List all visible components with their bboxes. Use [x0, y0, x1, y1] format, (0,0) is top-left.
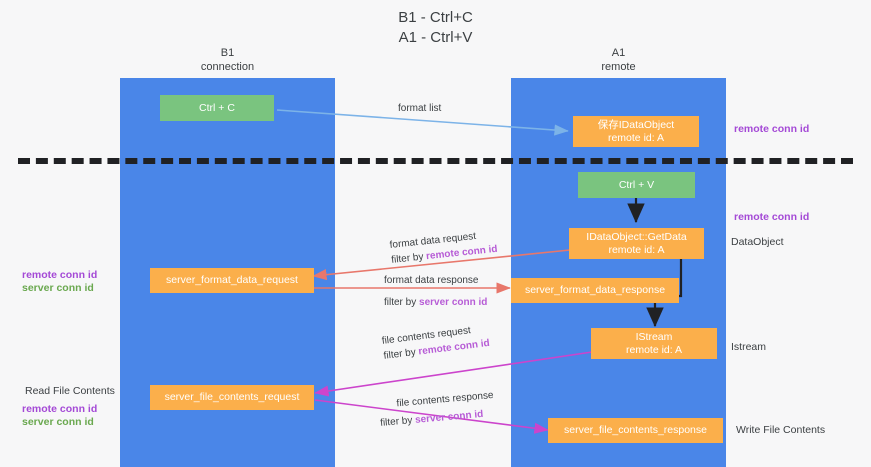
filter-key-server-conn-id: server conn id — [419, 297, 488, 308]
filter-key-server-conn-id: server conn id — [414, 408, 484, 426]
phase-divider — [18, 158, 853, 164]
annotation-right-istream: Istream — [731, 341, 767, 353]
annotation-right-remote-conn-id-top: remote conn id — [734, 123, 810, 135]
edge-label-file-contents-response: file contents response filter by server … — [378, 388, 496, 431]
edge-label-format-data-response-line1: format data response — [384, 275, 479, 286]
annotation-left-remote-conn-id-2: remote conn id — [22, 403, 98, 415]
swimlane-header-a1: A1 remote — [601, 47, 636, 73]
annotation-right-remote-conn-id-mid: remote conn id — [734, 211, 810, 223]
filter-prefix: filter by — [384, 297, 420, 308]
node-ctrl-c[interactable]: Ctrl + C — [160, 95, 274, 121]
edge-label-format-data-request: format data request filter by remote con… — [389, 227, 498, 268]
node-store-idataobject[interactable]: 保存IDataObject remote id: A — [573, 116, 699, 147]
annotation-left-server-conn-id: server conn id — [22, 282, 94, 294]
node-istream[interactable]: IStream remote id: A — [591, 328, 717, 359]
node-ctrl-v[interactable]: Ctrl + V — [578, 172, 695, 198]
node-idataobject-getdata[interactable]: IDataObject::GetData remote id: A — [569, 228, 704, 259]
node-server-file-contents-response[interactable]: server_file_contents_response — [548, 418, 723, 443]
node-server-format-data-request[interactable]: server_format_data_request — [150, 268, 314, 293]
edge-label-format-list: format list — [398, 103, 442, 114]
annotation-left-server-conn-id-2: server conn id — [22, 416, 94, 428]
annotation-left-remote-conn-id: remote conn id — [22, 269, 98, 281]
edge-label-format-data-response: format data response filter by server co… — [384, 273, 487, 310]
filter-prefix: filter by — [379, 414, 416, 429]
edge-label-format-data-response-line2: filter by server conn id — [384, 295, 487, 310]
node-server-file-contents-request[interactable]: server_file_contents_request — [150, 385, 314, 410]
annotation-right-dataobject: DataObject — [731, 236, 784, 248]
swimlane-header-b1: B1 connection — [200, 47, 255, 73]
filter-prefix: filter by — [390, 251, 427, 266]
annotation-left-read-file-contents: Read File Contents — [25, 385, 115, 397]
node-server-format-data-response[interactable]: server_format_data_response — [511, 278, 679, 303]
annotation-right-write-file-contents: Write File Contents — [736, 424, 826, 436]
filter-prefix: filter by — [383, 346, 420, 362]
edge-label-file-contents-request: file contents request filter by remote c… — [381, 321, 491, 364]
page-title: B1 - Ctrl+C A1 - Ctrl+V — [398, 9, 473, 46]
